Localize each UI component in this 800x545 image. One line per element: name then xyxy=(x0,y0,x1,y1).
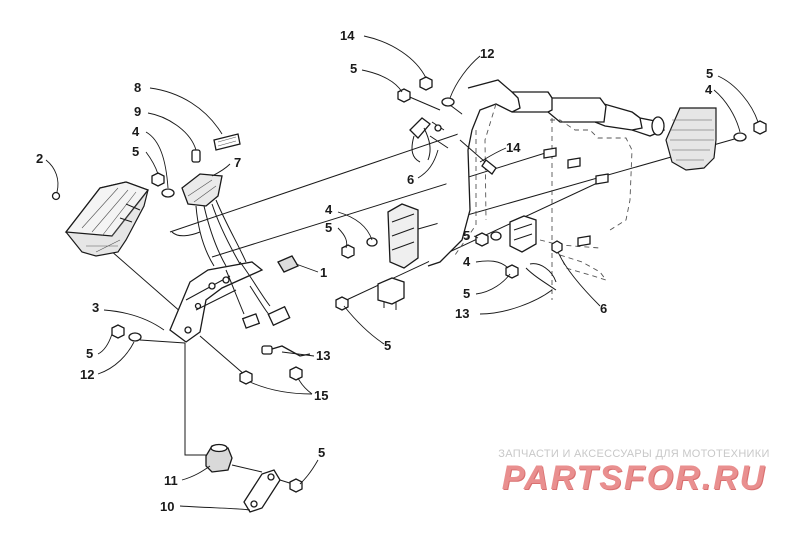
watermark-brand: PARTSFOR.RU xyxy=(501,459,767,497)
callout-9: 9 xyxy=(134,104,141,119)
callout-11: 11 xyxy=(164,473,178,488)
leader-lines xyxy=(45,35,759,511)
callout-5-lower-right: 5 xyxy=(463,286,470,301)
callout-5-center: 5 xyxy=(325,220,332,235)
callout-5-bracket: 5 xyxy=(132,144,139,159)
callout-13-right: 13 xyxy=(455,306,469,321)
lower-linkage xyxy=(205,443,281,513)
callout-12-top: 12 xyxy=(480,46,494,61)
callout-7: 7 xyxy=(234,155,241,170)
callout-4-bracket: 4 xyxy=(132,124,140,139)
callout-10: 10 xyxy=(160,499,174,514)
callout-4-right: 4 xyxy=(705,82,713,97)
handlebar-assembly xyxy=(427,79,665,300)
watermark-subtitle: ЗАПЧАСТИ И АКСЕССУАРЫ ДЛЯ МОТОТЕХНИКИ xyxy=(498,448,770,460)
callout-5-left: 5 xyxy=(86,346,93,361)
callout-15: 15 xyxy=(314,388,328,403)
callout-5-bottom: 5 xyxy=(318,445,325,460)
harness-bracket xyxy=(169,173,291,343)
callout-6-top: 6 xyxy=(407,172,414,187)
callout-14-top: 14 xyxy=(340,28,355,43)
callout-2: 2 xyxy=(36,151,43,166)
right-module xyxy=(665,107,717,171)
callout-4-center: 4 xyxy=(325,202,333,217)
callout-4-lower-right: 4 xyxy=(463,254,471,269)
callout-14-mid: 14 xyxy=(506,140,521,155)
callout-5-mid-right: 5 xyxy=(463,228,470,243)
callout-6-right: 6 xyxy=(600,301,607,316)
switch-parts xyxy=(377,117,557,310)
watermark: ЗАПЧАСТИ И АКСЕССУАРЫ ДЛЯ МОТОТЕХНИКИ PA… xyxy=(486,448,782,496)
callout-12-left: 12 xyxy=(80,367,94,382)
callout-13-left: 13 xyxy=(316,348,330,363)
callout-labels: 1 2 3 4 4 4 4 5 5 5 5 5 5 5 5 5 6 6 7 8 … xyxy=(36,28,713,514)
callout-1: 1 xyxy=(320,265,327,280)
lamp-housing-2 xyxy=(64,181,150,257)
fasteners xyxy=(51,76,767,493)
callout-3: 3 xyxy=(92,300,99,315)
callout-8: 8 xyxy=(134,80,141,95)
callout-5-top: 5 xyxy=(350,61,357,76)
callout-5-lower-center: 5 xyxy=(384,338,391,353)
callout-5-right: 5 xyxy=(706,66,713,81)
